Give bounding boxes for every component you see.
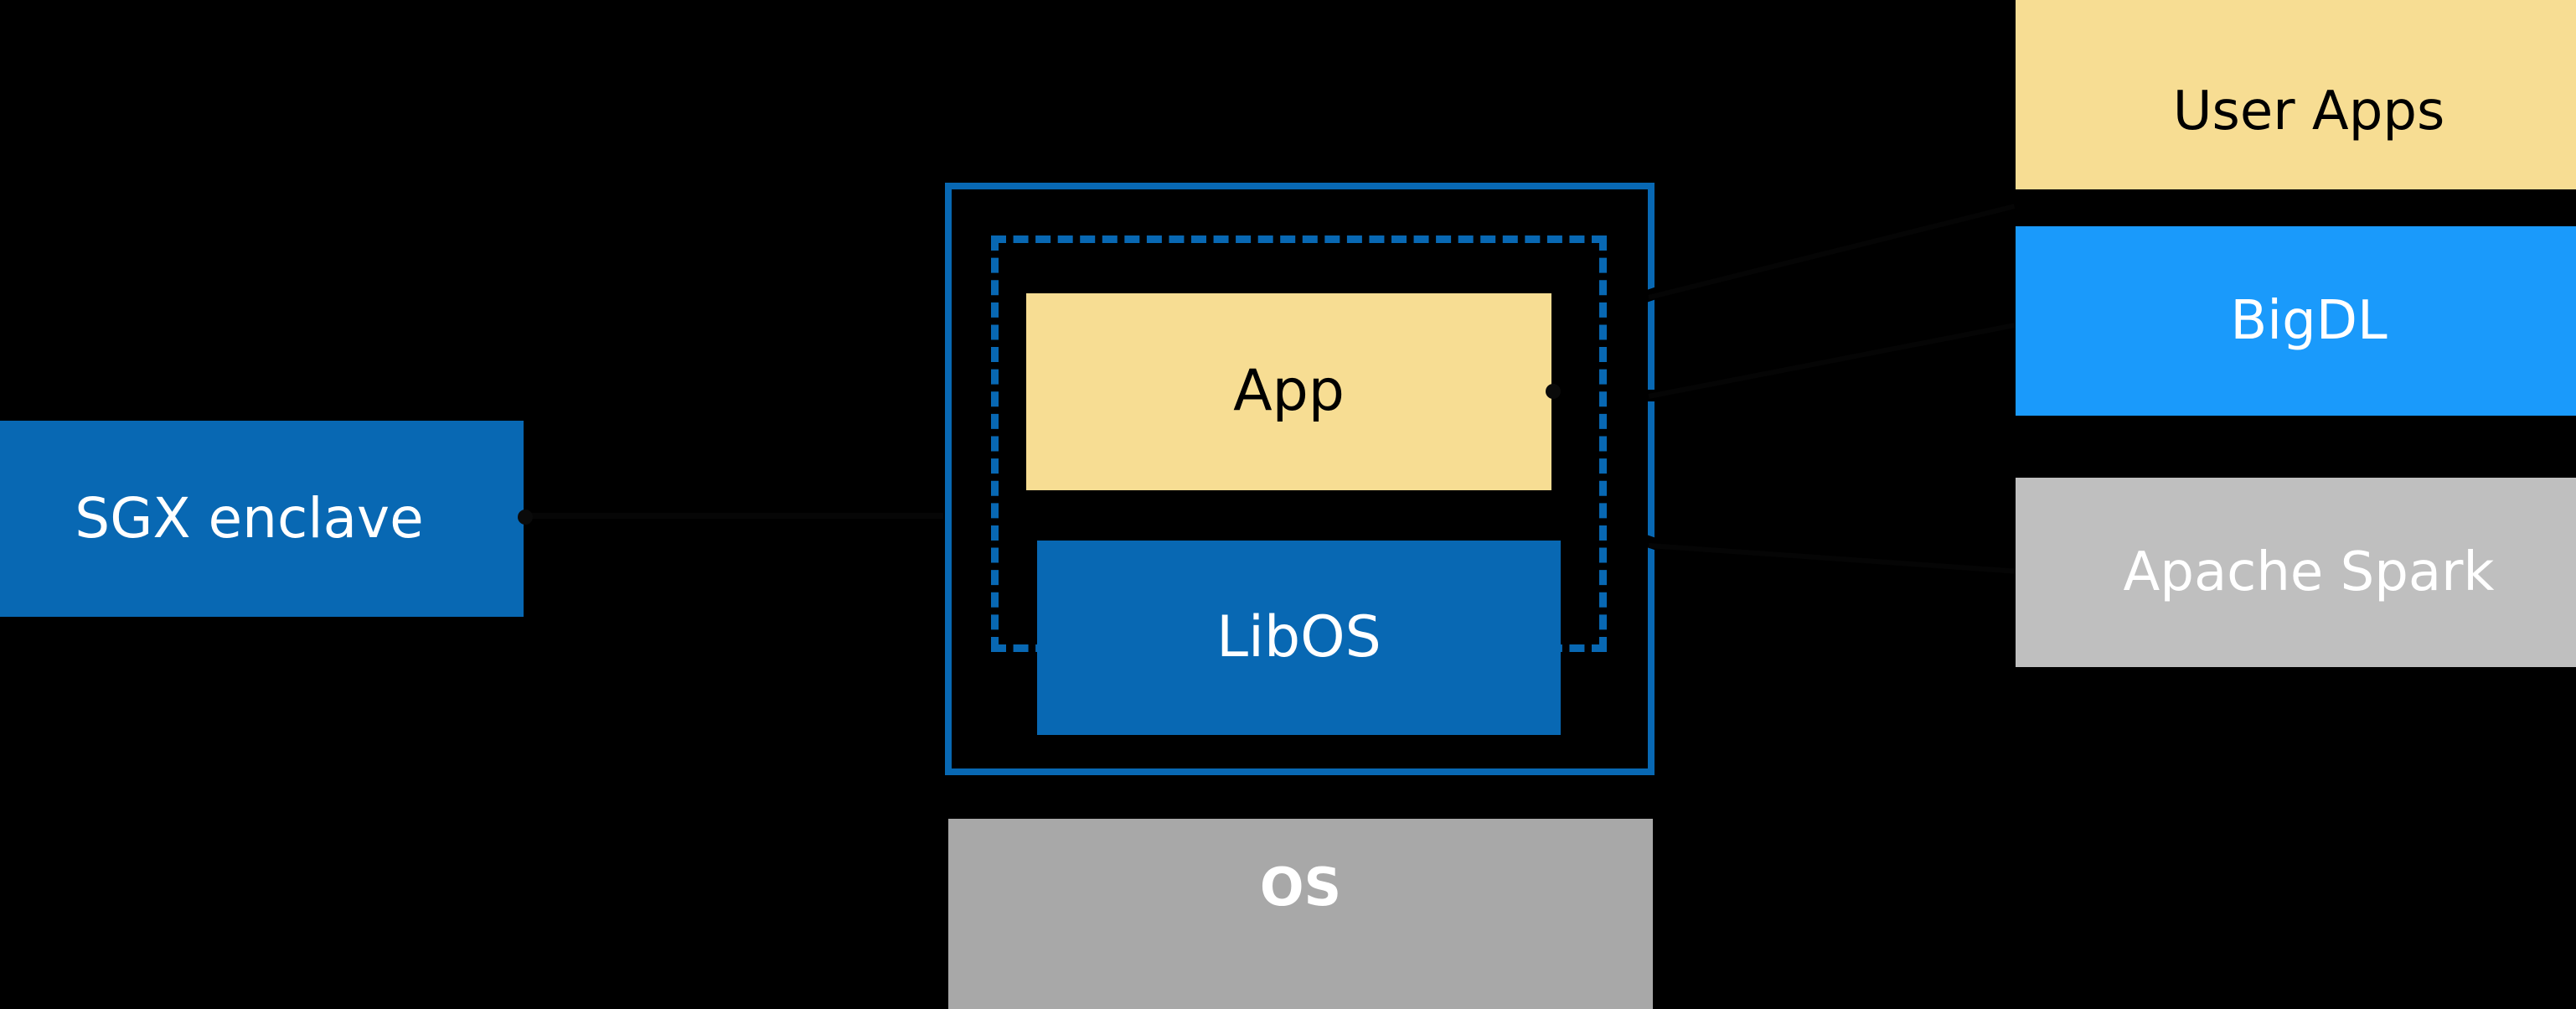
enclave-outer-boundary [945,183,1655,775]
stack-layer-apache-spark-label: Apache Spark [2123,541,2495,603]
os-box[interactable]: OS [948,819,1653,1009]
connector-line-bigdl [1648,323,2016,399]
os-label: OS [1259,856,1342,918]
connector-dot-icon [1546,384,1561,399]
connector-dot-icon [518,510,533,525]
stack-layer-bigdl-label: BigDL [2230,289,2388,352]
sgx-enclave-box[interactable]: SGX enclave [0,421,524,617]
libos-label: LibOS [1216,603,1381,670]
stack-layer-bigdl[interactable]: BigDL [2016,226,2576,416]
connector-line-spark [1648,543,2026,575]
stack-layer-apache-spark[interactable]: Apache Spark [2016,478,2576,667]
app-box[interactable]: App [1026,293,1551,490]
connector-line-user-apps [1648,204,2016,300]
sgx-to-enclave-connector-line [524,513,943,519]
app-label: App [1233,358,1345,425]
sgx-enclave-label: SGX enclave [75,485,424,551]
stack-layer-user-apps[interactable]: User Apps [2016,0,2576,189]
stack-layer-user-apps-label: User Apps [2172,80,2445,142]
libos-box[interactable]: LibOS [1037,541,1561,735]
